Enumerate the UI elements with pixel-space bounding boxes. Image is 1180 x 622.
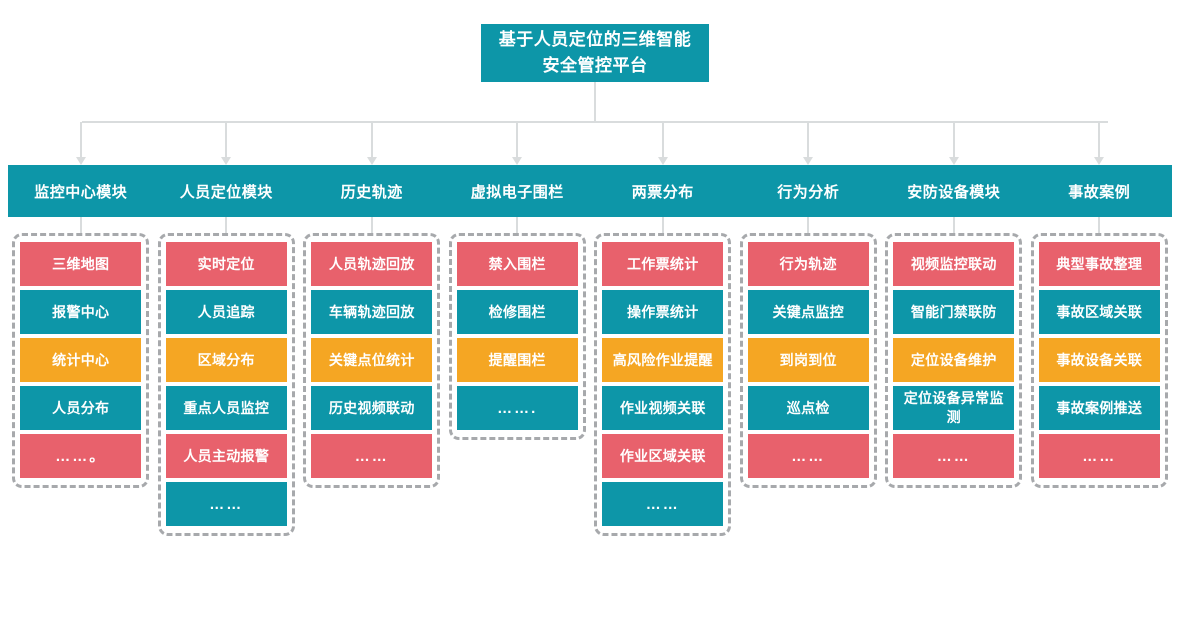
connector-arrow-5 <box>657 122 668 165</box>
module-item[interactable]: 人员分布 <box>20 386 142 430</box>
module-item-group: 人员轨迹回放车辆轨迹回放关键点位统计历史视频联动…… <box>303 233 441 488</box>
module-column: 历史轨迹人员轨迹回放车辆轨迹回放关键点位统计历史视频联动…… <box>299 165 445 488</box>
arrow-head-icon <box>803 157 814 165</box>
connector-arrow-6 <box>803 122 814 165</box>
module-header-1[interactable]: 监控中心模块 <box>8 165 154 217</box>
module-item-group: 行为轨迹关键点监控到岗到位巡点检…… <box>739 233 877 488</box>
module-header-7[interactable]: 安防设备模块 <box>881 165 1027 217</box>
module-item[interactable]: 典型事故整理 <box>1038 242 1160 286</box>
connector-bus <box>82 121 1108 123</box>
module-item[interactable]: 人员轨迹回放 <box>311 242 433 286</box>
module-item-group: 工作票统计操作票统计高风险作业提醒作业视频关联作业区域关联…… <box>594 233 732 536</box>
module-item-group: 禁入围栏检修围栏提醒围栏……. <box>448 233 586 440</box>
module-item[interactable]: 事故区域关联 <box>1038 290 1160 334</box>
arrow-head-icon <box>366 157 377 165</box>
module-item-group: 视频监控联动智能门禁联防定位设备维护定位设备异常监测…… <box>885 233 1023 488</box>
module-item-group: 典型事故整理事故区域关联事故设备关联事故案例推送…… <box>1030 233 1168 488</box>
module-item[interactable]: 报警中心 <box>20 290 142 334</box>
module-item[interactable]: 行为轨迹 <box>747 242 869 286</box>
module-item[interactable]: 视频监控联动 <box>893 242 1015 286</box>
module-item[interactable]: 到岗到位 <box>747 338 869 382</box>
module-item-ellipsis[interactable]: …… <box>747 434 869 478</box>
module-header-connector <box>952 217 955 233</box>
arrow-head-icon <box>75 157 86 165</box>
module-item[interactable]: 关键点监控 <box>747 290 869 334</box>
module-item[interactable]: 人员追踪 <box>165 290 287 334</box>
module-header-connector <box>370 217 373 233</box>
module-item-ellipsis[interactable]: …… <box>165 482 287 526</box>
module-item[interactable]: 作业区域关联 <box>602 434 724 478</box>
connector-arrow-8 <box>1094 122 1105 165</box>
module-item[interactable]: 区域分布 <box>165 338 287 382</box>
module-column: 监控中心模块三维地图报警中心统计中心人员分布……。 <box>8 165 154 488</box>
module-column: 事故案例典型事故整理事故区域关联事故设备关联事故案例推送…… <box>1026 165 1172 488</box>
arrow-head-icon <box>512 157 523 165</box>
module-item[interactable]: 重点人员监控 <box>165 386 287 430</box>
module-item-ellipsis[interactable]: ……. <box>456 386 578 430</box>
connector-stem <box>594 82 596 122</box>
connector-arrow-3 <box>366 122 377 165</box>
arrow-head-icon <box>657 157 668 165</box>
module-column: 行为分析行为轨迹关键点监控到岗到位巡点检…… <box>735 165 881 488</box>
module-header-connector <box>516 217 519 233</box>
platform-title: 基于人员定位的三维智能安全管控平台 <box>481 24 709 82</box>
module-header-4[interactable]: 虚拟电子围栏 <box>444 165 590 217</box>
module-column: 虚拟电子围栏禁入围栏检修围栏提醒围栏……. <box>444 165 590 440</box>
module-item-ellipsis[interactable]: …… <box>1038 434 1160 478</box>
module-item[interactable]: 定位设备维护 <box>893 338 1015 382</box>
module-item[interactable]: 历史视频联动 <box>311 386 433 430</box>
module-header-2[interactable]: 人员定位模块 <box>153 165 299 217</box>
module-item[interactable]: 高风险作业提醒 <box>602 338 724 382</box>
module-header-connector <box>79 217 82 233</box>
module-item[interactable]: 巡点检 <box>747 386 869 430</box>
module-header-connector <box>1098 217 1101 233</box>
module-item[interactable]: 检修围栏 <box>456 290 578 334</box>
module-columns: 监控中心模块三维地图报警中心统计中心人员分布……。人员定位模块实时定位人员追踪区… <box>8 165 1172 536</box>
module-item[interactable]: 工作票统计 <box>602 242 724 286</box>
arrow-head-icon <box>221 157 232 165</box>
module-item-ellipsis[interactable]: ……。 <box>20 434 142 478</box>
connector-arrow-1 <box>75 122 86 165</box>
module-item[interactable]: 三维地图 <box>20 242 142 286</box>
module-item-ellipsis[interactable]: …… <box>311 434 433 478</box>
module-header-6[interactable]: 行为分析 <box>735 165 881 217</box>
module-header-5[interactable]: 两票分布 <box>590 165 736 217</box>
module-column: 人员定位模块实时定位人员追踪区域分布重点人员监控人员主动报警…… <box>153 165 299 536</box>
module-item[interactable]: 事故案例推送 <box>1038 386 1160 430</box>
module-item[interactable]: 操作票统计 <box>602 290 724 334</box>
module-header-3[interactable]: 历史轨迹 <box>299 165 445 217</box>
module-header-connector <box>807 217 810 233</box>
module-item[interactable]: 实时定位 <box>165 242 287 286</box>
module-item-ellipsis[interactable]: …… <box>893 434 1015 478</box>
arrow-head-icon <box>1094 157 1105 165</box>
module-header-8[interactable]: 事故案例 <box>1026 165 1172 217</box>
module-item[interactable]: 智能门禁联防 <box>893 290 1015 334</box>
module-item[interactable]: 定位设备异常监测 <box>893 386 1015 430</box>
module-column: 两票分布工作票统计操作票统计高风险作业提醒作业视频关联作业区域关联…… <box>590 165 736 536</box>
connector-arrow-7 <box>948 122 959 165</box>
module-item-group: 三维地图报警中心统计中心人员分布……。 <box>12 233 150 488</box>
connector-arrow-2 <box>221 122 232 165</box>
module-item[interactable]: 提醒围栏 <box>456 338 578 382</box>
connector-arrow-4 <box>512 122 523 165</box>
module-item[interactable]: 关键点位统计 <box>311 338 433 382</box>
module-item-group: 实时定位人员追踪区域分布重点人员监控人员主动报警…… <box>157 233 295 536</box>
module-item-ellipsis[interactable]: …… <box>602 482 724 526</box>
module-item[interactable]: 事故设备关联 <box>1038 338 1160 382</box>
module-item[interactable]: 车辆轨迹回放 <box>311 290 433 334</box>
module-item[interactable]: 禁入围栏 <box>456 242 578 286</box>
module-item[interactable]: 人员主动报警 <box>165 434 287 478</box>
module-header-connector <box>661 217 664 233</box>
module-item[interactable]: 统计中心 <box>20 338 142 382</box>
module-header-connector <box>225 217 228 233</box>
module-column: 安防设备模块视频监控联动智能门禁联防定位设备维护定位设备异常监测…… <box>881 165 1027 488</box>
arrow-head-icon <box>948 157 959 165</box>
module-item[interactable]: 作业视频关联 <box>602 386 724 430</box>
